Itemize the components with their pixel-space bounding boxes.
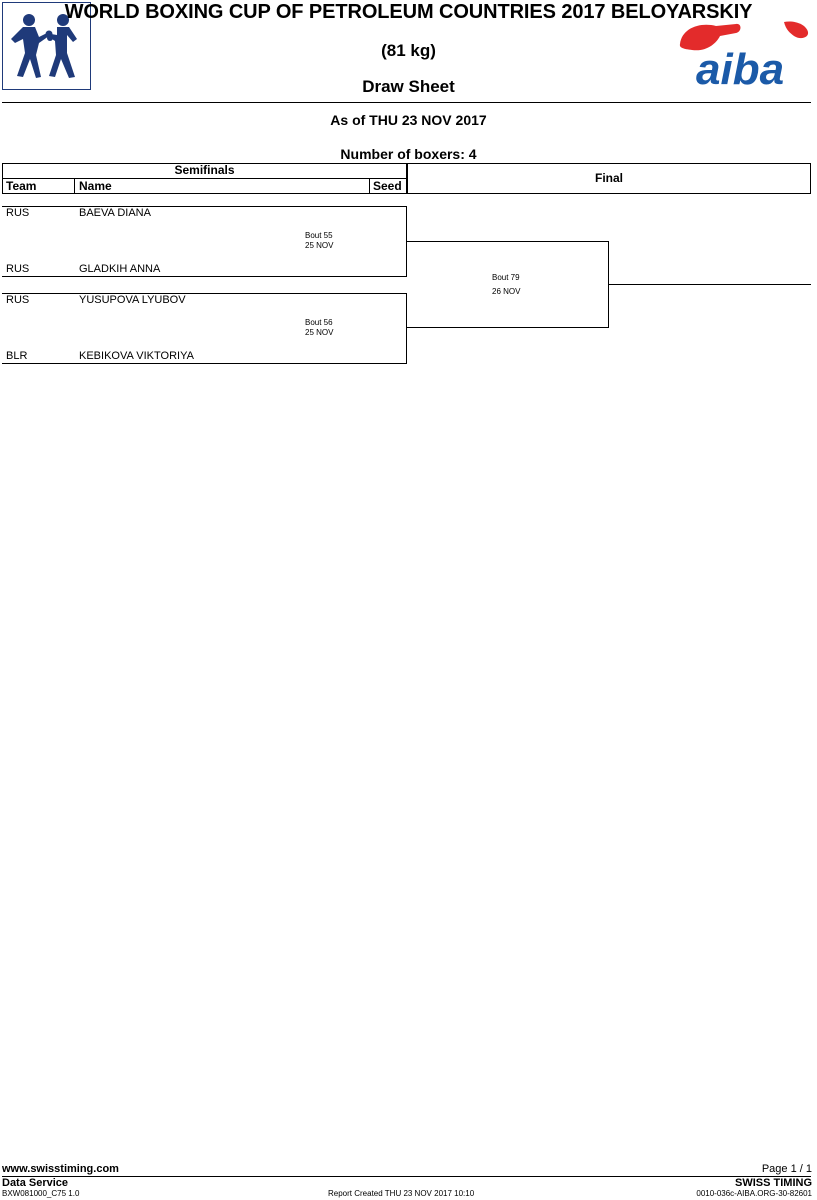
document-title: Draw Sheet xyxy=(362,77,455,96)
bracket-line xyxy=(609,284,811,285)
boxers-silhouette-icon xyxy=(11,14,77,78)
boxing-logo xyxy=(2,2,91,90)
bracket-line xyxy=(2,293,407,294)
semifinal-2-blue-boxer: KEBIKOVA VIKTORIYA xyxy=(79,350,194,362)
bracket-line xyxy=(407,327,609,328)
bracket-line xyxy=(407,241,609,242)
semifinal-1-red-boxer: BAEVA DIANA xyxy=(79,207,151,219)
footer-data-service: Data Service xyxy=(2,1177,69,1189)
footer-divider xyxy=(2,1176,811,1177)
semifinal-1-blue-team: RUS xyxy=(6,263,30,275)
as-of-date: As of THU 23 NOV 2017 xyxy=(330,112,487,128)
footer-report-code: BXW081000_C75 1.0 xyxy=(2,1189,80,1198)
final-bout-label: Bout 79 xyxy=(492,273,520,282)
semifinal-2-red-team: RUS xyxy=(6,294,30,306)
column-header-name: Name xyxy=(79,179,112,193)
number-of-boxers: Number of boxers: 4 xyxy=(340,146,477,162)
final-label: Final xyxy=(594,171,623,185)
column-header-team: Team xyxy=(6,179,37,193)
semifinal-1-blue-boxer: GLADKIH ANNA xyxy=(79,263,161,275)
footer-reference-code: 0010-036c-AIBA.ORG-30-82601 xyxy=(696,1189,812,1198)
column-header-seed: Seed xyxy=(373,179,402,193)
event-title: WORLD BOXING CUP OF PETROLEUM COUNTRIES … xyxy=(64,1,753,23)
semifinal-2-bout-date: 25 NOV xyxy=(305,328,334,337)
final-header-box xyxy=(407,163,811,194)
aiba-logo-icon: aiba xyxy=(679,21,809,94)
bracket-line xyxy=(406,293,407,363)
header-divider xyxy=(2,102,811,103)
team-name-column-divider xyxy=(74,178,75,194)
weight-class: (81 kg) xyxy=(381,41,436,60)
bracket-line xyxy=(2,206,407,207)
semifinal-1-red-team: RUS xyxy=(6,207,30,219)
bracket-line xyxy=(406,206,407,276)
semifinal-1-bout-date: 25 NOV xyxy=(305,241,334,250)
bracket-line xyxy=(608,241,609,328)
bracket-line xyxy=(2,363,407,364)
footer-report-created: Report Created THU 23 NOV 2017 10:10 xyxy=(328,1189,475,1198)
page-number: Page 1 / 1 xyxy=(761,1163,812,1175)
aiba-logo: aiba xyxy=(676,14,812,94)
name-seed-column-divider xyxy=(369,178,370,194)
semifinal-2-blue-team: BLR xyxy=(6,350,28,362)
aiba-logo-text: aiba xyxy=(696,45,784,90)
semifinal-2-red-boxer: YUSUPOVA LYUBOV xyxy=(79,294,186,306)
semifinals-header-divider xyxy=(2,178,407,179)
bracket-line xyxy=(2,276,407,277)
semifinal-2-bout-label: Bout 56 xyxy=(305,318,333,327)
footer-url: www.swisstiming.com xyxy=(2,1163,119,1175)
footer-swiss-timing: SWISS TIMING xyxy=(735,1177,812,1189)
semifinal-1-bout-label: Bout 55 xyxy=(305,231,333,240)
semifinals-label: Semifinals xyxy=(174,163,235,177)
final-bout-date: 26 NOV xyxy=(492,287,521,296)
